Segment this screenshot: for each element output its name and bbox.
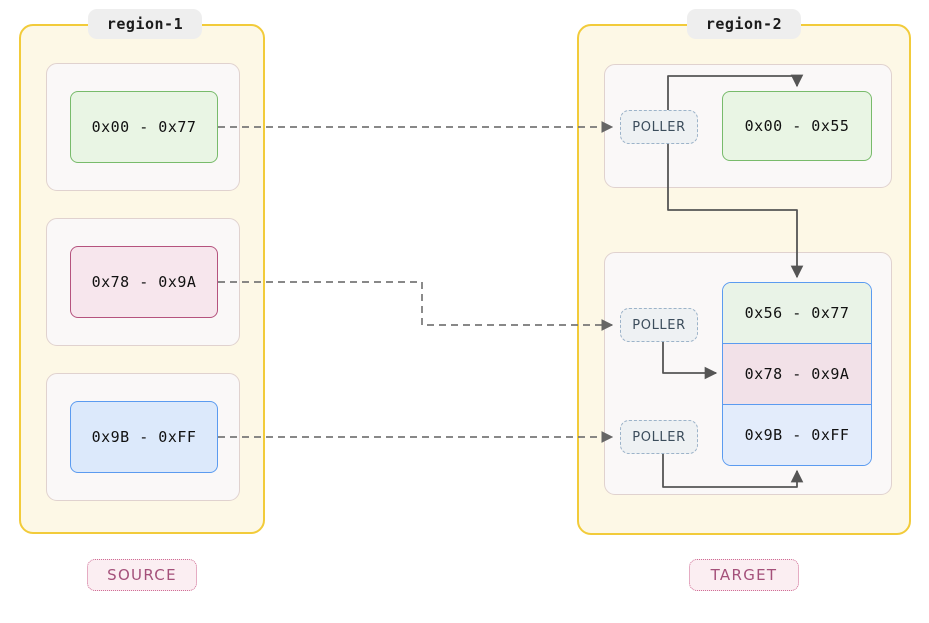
poller-node-3[interactable]: POLLER	[620, 420, 698, 454]
poller-node-1[interactable]: POLLER	[620, 110, 698, 144]
connector-source-pink-to-poller-2	[218, 281, 614, 331]
source-block-pink[interactable]: 0x78 - 0x9A	[70, 246, 218, 318]
poller-node-2[interactable]: POLLER	[620, 308, 698, 342]
source-tag: SOURCE	[87, 559, 197, 591]
target-stack-seg-pink[interactable]: 0x78 - 0x9A	[723, 344, 871, 405]
target-stack-seg-green[interactable]: 0x56 - 0x77	[723, 283, 871, 344]
region-2-label: region-2	[687, 9, 801, 39]
target-tag: TARGET	[689, 559, 799, 591]
target-stack-seg-blue[interactable]: 0x9B - 0xFF	[723, 405, 871, 465]
source-block-green[interactable]: 0x00 - 0x77	[70, 91, 218, 163]
target-stack-group: 0x56 - 0x77 0x78 - 0x9A 0x9B - 0xFF	[722, 282, 872, 466]
region-1-label: region-1	[88, 9, 202, 39]
target-block-top-green[interactable]: 0x00 - 0x55	[722, 91, 872, 161]
source-block-blue[interactable]: 0x9B - 0xFF	[70, 401, 218, 473]
